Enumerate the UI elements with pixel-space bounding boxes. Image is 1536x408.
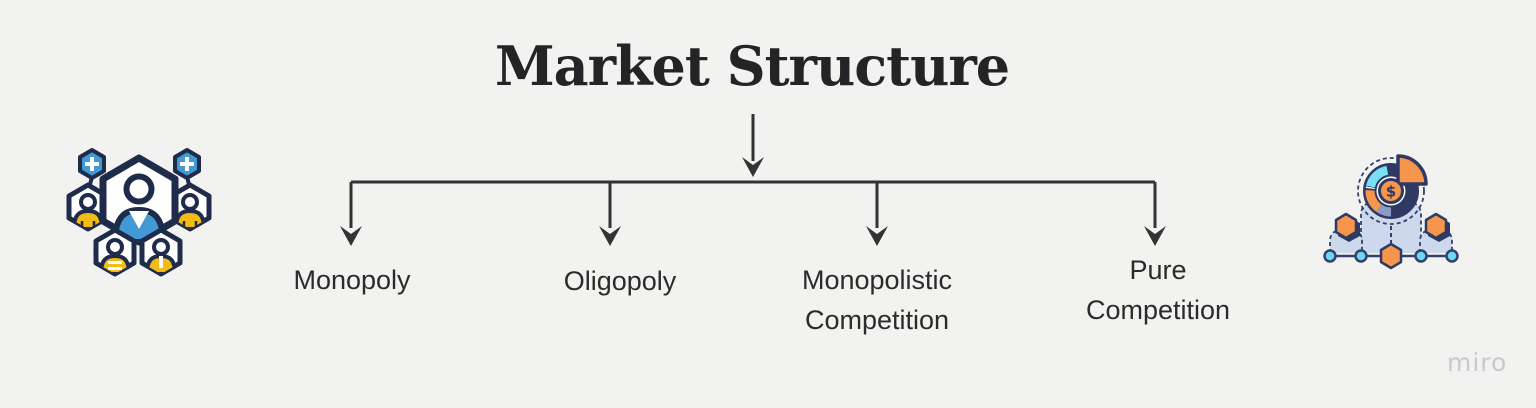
member-hexagon-bottom-left [93,227,137,277]
svg-text:$: $ [1386,183,1396,201]
branch-label-oligopoly: Oligopoly [563,266,677,296]
miro-watermark: miro [1447,348,1508,377]
market-share-pie-chart-icon: $ [1313,143,1478,298]
dashed-orbit-circle [1357,157,1425,225]
network-nodes [1323,242,1459,270]
branch-label-monopolistic-competition: Monopolistic Competition [801,265,953,335]
member-hexagon-bottom-right [139,227,183,277]
team-hexagon-network-icon [58,133,223,303]
network-hexagon-upper-right [1424,212,1450,242]
arrowheads [340,157,1166,246]
plus-hexagon-left [78,148,106,180]
network-hexagon-upper-left [1334,212,1360,242]
pie-slice-detached [1396,154,1428,186]
branch-label-pure-competition: Pure Competition [1085,255,1231,325]
page-title: Market Structure [494,34,1010,98]
dollar-coin: $ [1378,178,1404,204]
plus-hexagon-right [173,148,201,180]
branch-label-monopoly: Monopoly [293,265,411,295]
